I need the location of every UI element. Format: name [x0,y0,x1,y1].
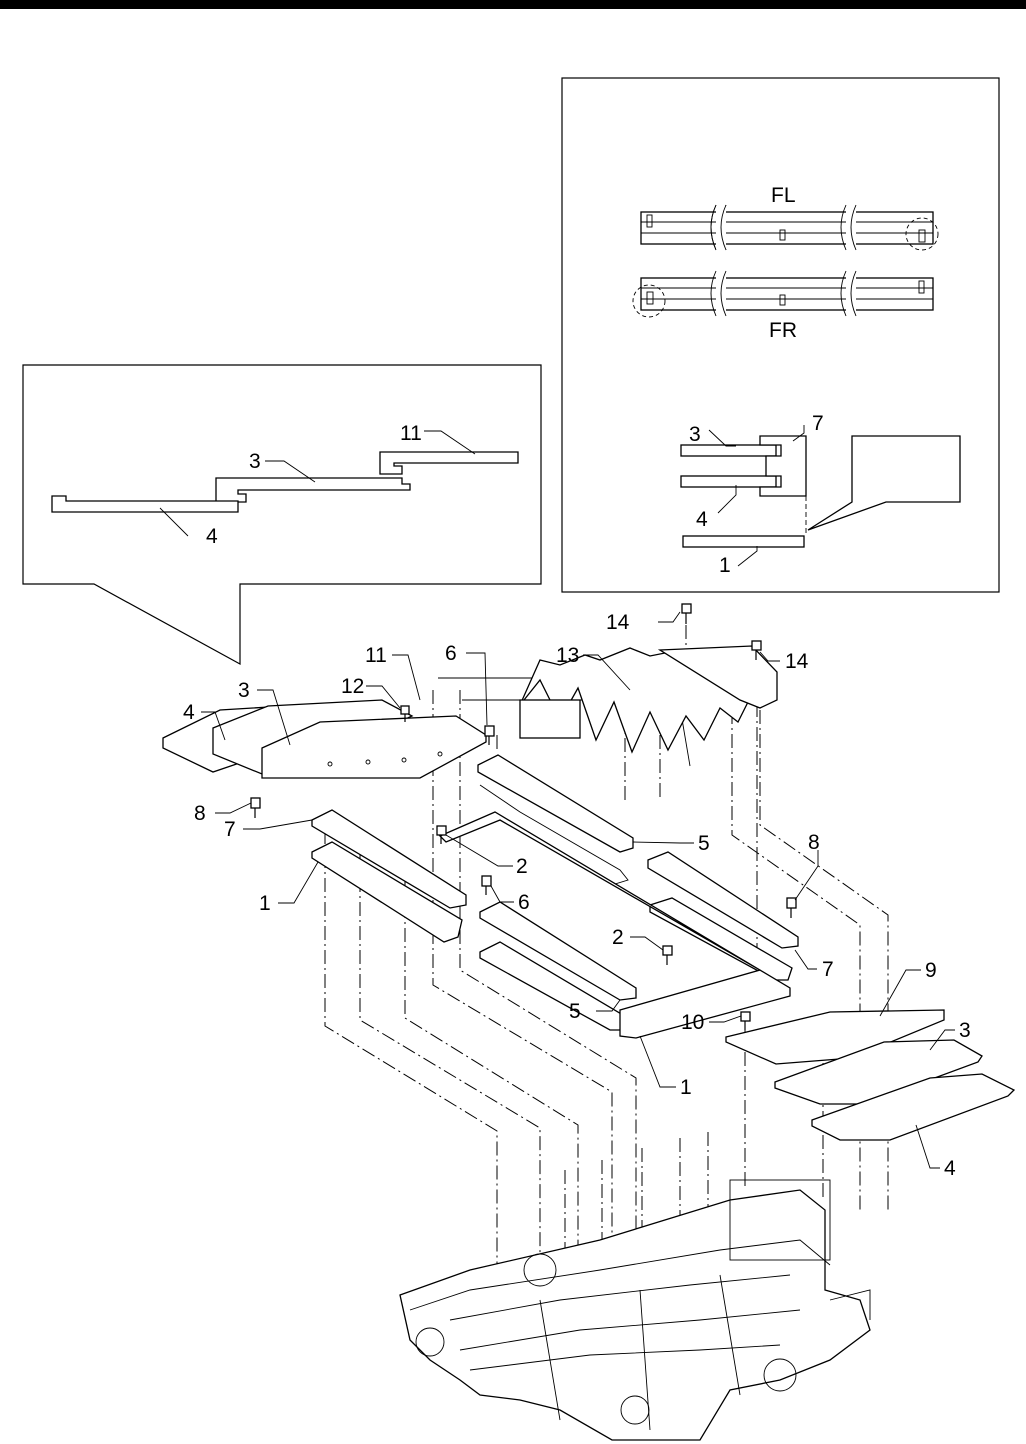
screw-8-right [786,897,797,918]
screw-2-lower [662,945,673,965]
callout-leaders [201,611,955,1169]
frame-rails [311,754,799,1039]
callout-4: 4 [206,525,218,548]
callout-6-lower: 6 [518,891,530,914]
callout-5-upper: 5 [698,832,710,855]
callout-11: 11 [400,422,422,445]
screw-2-upper [436,825,447,844]
screw-6-lower [481,875,492,895]
callout-10: 10 [681,1011,704,1034]
callout-3-upper: 3 [238,679,250,702]
callout-7-right: 7 [822,958,834,981]
header-bar [0,0,1026,9]
callout-11: 11 [365,644,387,667]
callout-13: 13 [556,644,579,667]
callout-1: 1 [719,554,731,577]
callout-8-right: 8 [808,831,820,854]
callout-3: 3 [689,423,701,446]
cover-plates-lower [725,1009,1016,1141]
callout-12: 12 [341,675,364,698]
machine-base [399,1179,871,1441]
callout-3-lower: 3 [959,1019,971,1042]
detail-box-rail-orientation: FL FR [561,77,1000,593]
screw-12 [400,705,410,722]
callout-4-upper: 4 [183,701,195,724]
cover-plates-upper [162,699,487,779]
bellows-cover-13 [519,645,778,754]
screw-6-upper [484,725,495,745]
callout-1-lower: 1 [680,1076,692,1099]
screw-14-top [681,603,692,624]
callout-5-lower: 5 [569,1000,581,1023]
detail-box-cover-overlap [22,364,542,666]
rail-label-fr: FR [769,319,797,342]
rail-fl-drawing [640,204,939,251]
rail-cross-section [680,425,961,567]
rail-fr-drawing [632,270,934,318]
screw-8-left [250,797,261,818]
screws [250,603,797,1030]
callout-14-right: 14 [785,650,809,673]
callout-6-upper: 6 [445,642,457,665]
rail-label-fl: FL [771,184,796,207]
callout-4: 4 [696,508,708,531]
callout-4-lower: 4 [944,1157,956,1180]
callout-1-left: 1 [259,892,271,915]
callout-2-lower: 2 [612,926,624,949]
callout-7: 7 [812,412,824,435]
callout-7-left: 7 [224,818,236,841]
callout-9: 9 [925,959,937,982]
callout-3: 3 [249,450,261,473]
screw-14-right [751,640,762,660]
callout-8-left: 8 [194,802,206,825]
callout-14-top: 14 [606,611,630,634]
callout-2-upper: 2 [516,855,528,878]
screw-10 [740,1011,751,1030]
